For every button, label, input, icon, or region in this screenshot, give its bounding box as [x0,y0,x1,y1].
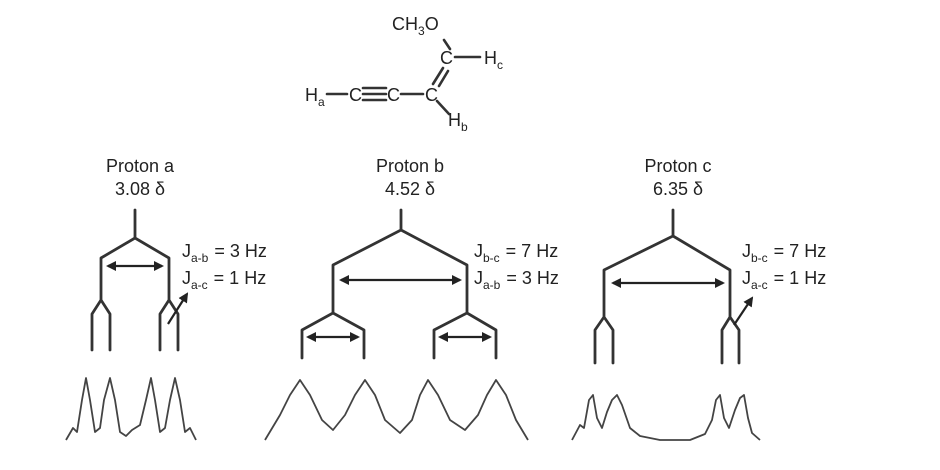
bond-c-hb [435,99,451,116]
proton-a-spectrum-trace [65,377,197,441]
double-bond-line-1 [431,66,445,86]
coupling-a-b-label: Ja-b= 3 Hz [474,268,559,292]
coupling-b-c-label: Jb-c= 7 Hz [474,241,558,265]
proton-c-shift: 6.35 δ [653,179,703,199]
coupling-a-b-label: Ja-b= 3 Hz [182,241,267,265]
panel-proton-b: Proton b 4.52 δ Jb-c= 7 Hz Ja-b= 3 Hz [264,156,559,441]
proton-b-title: Proton b [376,156,444,176]
atom-c-vinyl-bottom: C [425,85,438,105]
atom-c-vinyl-top: C [440,48,453,68]
proton-b-shift: 4.52 δ [385,179,435,199]
proton-a-title: Proton a [106,156,175,176]
methoxy-label: CH3O [392,14,439,38]
proton-c-title: Proton c [644,156,711,176]
coupling-arrow-a-c [167,292,189,325]
coupling-arrow-a-c [733,296,754,326]
coupling-b-c-label: Jb-c= 7 Hz [742,241,826,265]
atom-c-alkyne-2: C [387,85,400,105]
panel-proton-a: Proton a 3.08 δ Ja-b= 3 Hz Ja-c= 1 Hz [65,156,267,441]
atom-c-alkyne-1: C [349,85,362,105]
proton-b-splitting-tree [300,208,498,360]
coupling-a-c-label: Ja-c= 1 Hz [742,268,826,292]
proton-c-spectrum-trace [571,394,761,441]
proton-a-shift: 3.08 δ [115,179,165,199]
bond-c-o [442,38,452,51]
coupling-a-c-label: Ja-c= 1 Hz [182,268,266,292]
h-c-label: Hc [484,48,503,72]
proton-c-splitting-tree [593,208,741,365]
h-b-label: Hb [448,110,468,134]
panel-proton-c: Proton c 6.35 δ Jb-c= 7 Hz Ja-c= 1 Hz [571,156,826,441]
molecule-structure: CH3O C C C C Ha Hc Hb [305,14,503,134]
double-bond-line-2 [437,69,450,88]
h-a-label: Ha [305,85,325,109]
proton-b-spectrum-trace [264,379,529,441]
proton-a-splitting-tree [90,208,180,352]
